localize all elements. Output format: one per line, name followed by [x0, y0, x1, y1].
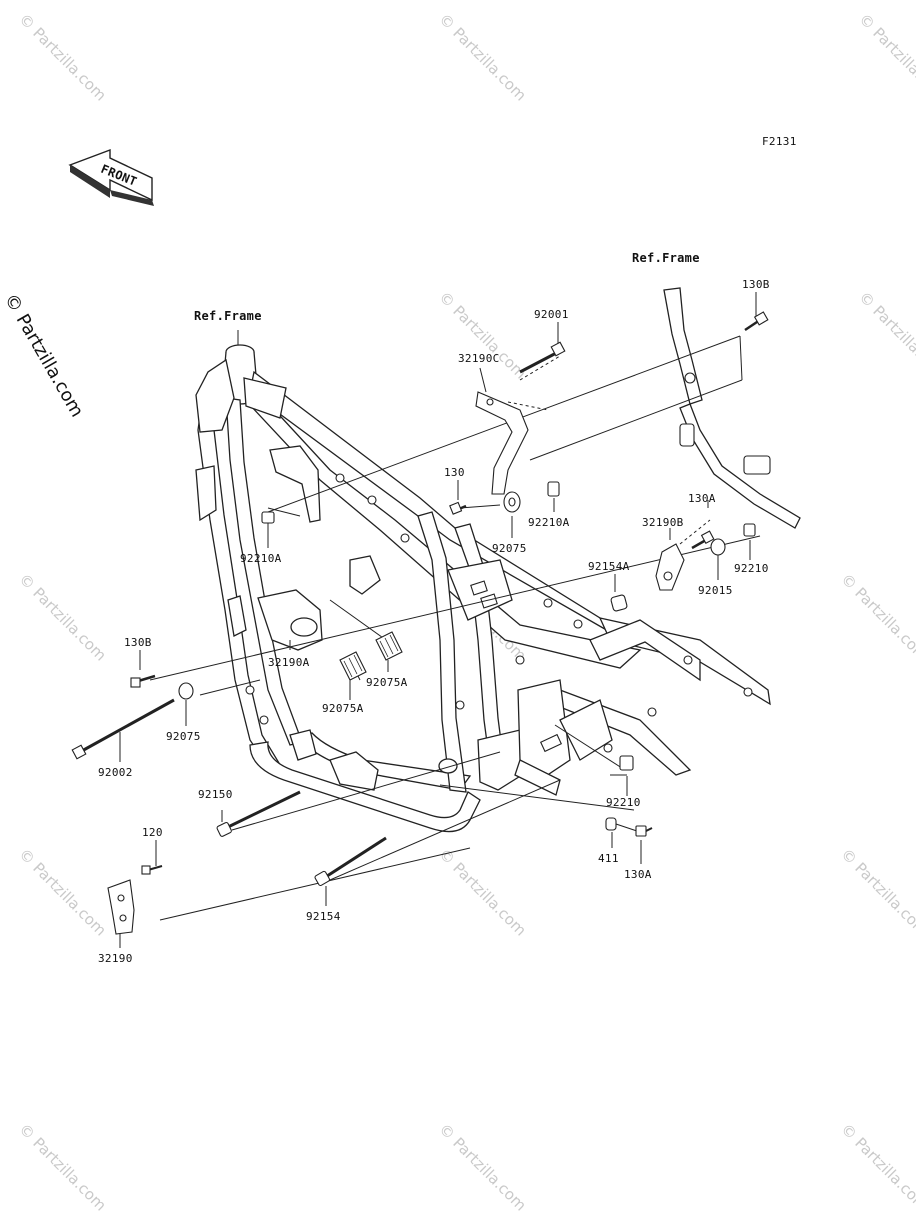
bolt-92154	[314, 836, 387, 887]
label-92075-mid: 92075	[492, 542, 527, 555]
spacer-92075-left	[178, 682, 194, 700]
label-92015: 92015	[698, 584, 733, 597]
bolt-130	[449, 501, 467, 515]
label-92075-left: 92075	[166, 730, 201, 743]
ref-frame-right	[663, 287, 801, 529]
bolt-92001	[519, 341, 566, 374]
bolt-120	[141, 865, 163, 875]
bolt-92150	[216, 790, 301, 837]
bolt-130A-low	[635, 825, 653, 837]
front-arrow-icon: FRONT	[68, 148, 154, 206]
bolt-130B-top	[744, 311, 769, 332]
label-130A-top: 130A	[688, 492, 716, 505]
label-92154A: 92154A	[588, 560, 630, 573]
label-ref-frame-left: Ref.Frame	[194, 309, 262, 323]
nut-92210-low	[619, 755, 634, 771]
label-32190: 32190	[98, 952, 133, 965]
washer-411	[605, 817, 617, 831]
label-130: 130	[444, 466, 465, 479]
grommet-92015	[710, 538, 726, 556]
label-32190C: 32190C	[458, 352, 500, 365]
collar-92154A	[610, 594, 628, 612]
main-frame	[195, 344, 771, 833]
collar-92075A-a	[339, 651, 367, 681]
bolt-130B-left	[130, 674, 156, 688]
nut-92210A-left	[261, 511, 275, 524]
bolt-130A-top	[691, 530, 715, 550]
leader-lines	[119, 292, 761, 948]
label-130B-top: 130B	[742, 278, 770, 291]
label-32190A: 32190A	[268, 656, 310, 669]
collar-92075A-b	[375, 631, 403, 661]
label-92150: 92150	[198, 788, 233, 801]
label-92075A-a: 92075A	[366, 676, 408, 689]
label-130B-left: 130B	[124, 636, 152, 649]
label-ref-frame-right: Ref.Frame	[632, 251, 700, 265]
bracket-32190B	[655, 543, 685, 591]
label-92001: 92001	[534, 308, 569, 321]
nut-92210A-mid	[547, 481, 560, 497]
label-92002: 92002	[98, 766, 133, 779]
label-32190B: 32190B	[642, 516, 684, 529]
loose-parts	[71, 311, 769, 935]
label-92154: 92154	[306, 910, 341, 923]
diagram-code: F2131	[762, 135, 797, 148]
label-92210-low: 92210	[606, 796, 641, 809]
label-92210A-mid: 92210A	[528, 516, 570, 529]
label-92075A-b: 92075A	[322, 702, 364, 715]
bracket-32190	[107, 879, 135, 935]
bolt-92002	[71, 698, 175, 760]
label-120: 120	[142, 826, 163, 839]
part-labels: Ref.Frame Ref.Frame 92001 32190C 130B 13…	[98, 251, 770, 965]
label-92210A-left: 92210A	[240, 552, 282, 565]
bracket-32190C	[475, 391, 529, 495]
label-92210-right: 92210	[734, 562, 769, 575]
label-130A-low: 130A	[624, 868, 652, 881]
label-411: 411	[598, 852, 619, 865]
nut-92210-right	[743, 523, 756, 537]
